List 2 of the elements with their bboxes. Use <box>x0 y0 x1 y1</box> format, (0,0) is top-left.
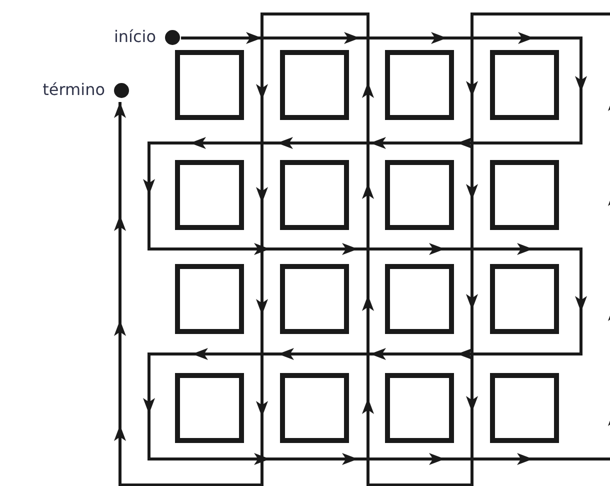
point-label: início <box>114 29 156 45</box>
point-label: término <box>42 82 105 98</box>
